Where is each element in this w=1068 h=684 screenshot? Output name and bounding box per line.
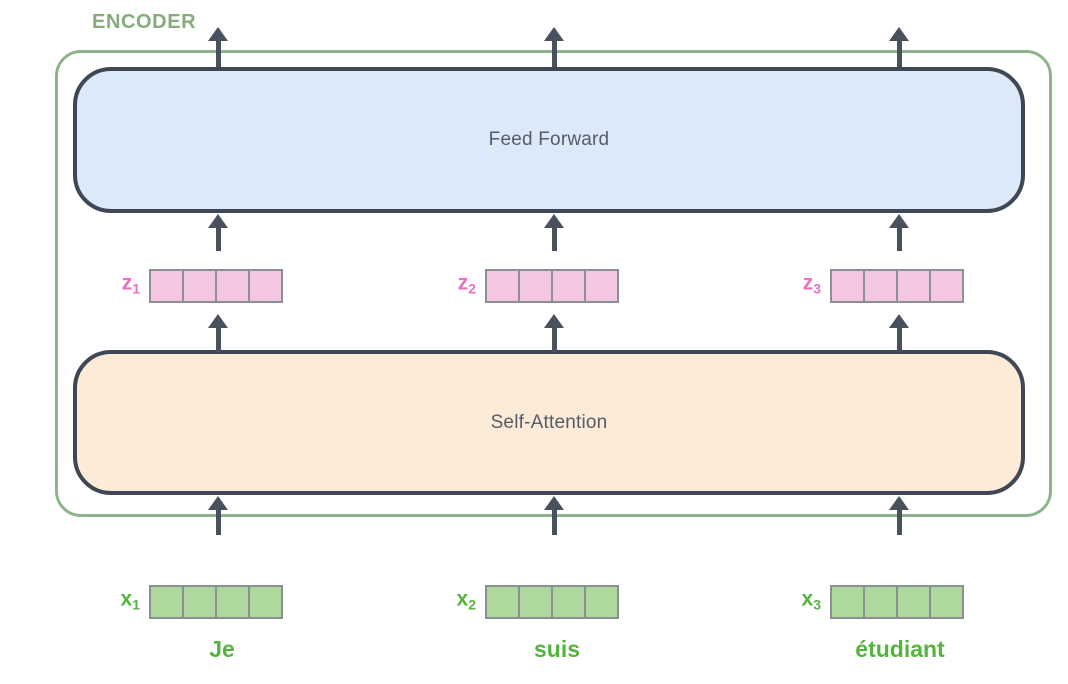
vector-cell bbox=[898, 587, 931, 617]
feed-forward-box: Feed Forward bbox=[73, 67, 1025, 213]
z1-vector: z1 bbox=[122, 269, 283, 303]
vector-cell bbox=[250, 271, 281, 301]
up-arrow-icon bbox=[208, 214, 228, 251]
vector-cells bbox=[485, 269, 619, 303]
vector-cells bbox=[830, 269, 964, 303]
arrow-shaft bbox=[215, 41, 221, 67]
up-arrow-icon bbox=[544, 496, 564, 535]
z3-vector: z3 bbox=[803, 269, 964, 303]
vector-cell bbox=[931, 587, 962, 617]
vector-cell bbox=[586, 587, 617, 617]
vector-cell bbox=[250, 587, 281, 617]
x1-vector-label: x1 bbox=[120, 587, 140, 613]
arrow-head bbox=[208, 27, 228, 41]
vector-cell bbox=[586, 271, 617, 301]
x2-vector-label: x2 bbox=[456, 587, 476, 613]
input-word: Je bbox=[209, 636, 235, 662]
arrow-shaft bbox=[896, 328, 902, 352]
arrow-shaft bbox=[215, 228, 221, 251]
self-attention-box: Self-Attention bbox=[73, 350, 1025, 495]
arrow-head bbox=[889, 496, 909, 510]
arrow-head bbox=[544, 214, 564, 228]
up-arrow-icon bbox=[208, 27, 228, 67]
input-word: étudiant bbox=[855, 636, 945, 662]
up-arrow-icon bbox=[544, 314, 564, 352]
up-arrow-icon bbox=[889, 27, 909, 67]
vector-cell bbox=[151, 587, 184, 617]
arrow-shaft bbox=[551, 328, 557, 352]
z1-vector-label: z1 bbox=[121, 271, 140, 297]
arrow-head bbox=[889, 27, 909, 41]
vector-cell bbox=[931, 271, 962, 301]
vector-cell bbox=[553, 271, 586, 301]
arrow-shaft bbox=[896, 510, 902, 535]
up-arrow-icon bbox=[889, 496, 909, 535]
arrow-shaft bbox=[551, 41, 557, 67]
vector-cells bbox=[485, 585, 619, 619]
vector-cell bbox=[184, 587, 217, 617]
vector-cell bbox=[520, 271, 553, 301]
vector-cells bbox=[149, 585, 283, 619]
vector-cell bbox=[184, 271, 217, 301]
arrow-head bbox=[544, 27, 564, 41]
arrow-shaft bbox=[215, 328, 221, 352]
up-arrow-icon bbox=[544, 214, 564, 251]
x2-vector: x2 bbox=[457, 585, 619, 619]
x3-vector: x3 bbox=[802, 585, 964, 619]
vector-cell bbox=[217, 271, 250, 301]
x3-vector-label: x3 bbox=[801, 587, 821, 613]
vector-cells bbox=[830, 585, 964, 619]
vector-cell bbox=[865, 587, 898, 617]
up-arrow-icon bbox=[889, 314, 909, 352]
z2-vector-label: z2 bbox=[457, 271, 476, 297]
vector-cell bbox=[487, 271, 520, 301]
arrow-head bbox=[889, 214, 909, 228]
up-arrow-icon bbox=[544, 27, 564, 67]
arrow-head bbox=[208, 314, 228, 328]
vector-cell bbox=[865, 271, 898, 301]
encoder-label: ENCODER bbox=[92, 11, 197, 33]
self-attention-label: Self-Attention bbox=[490, 411, 608, 433]
vector-cell bbox=[832, 271, 865, 301]
up-arrow-icon bbox=[208, 314, 228, 352]
arrow-head bbox=[544, 314, 564, 328]
up-arrow-icon bbox=[208, 496, 228, 535]
vector-cell bbox=[553, 587, 586, 617]
arrow-shaft bbox=[551, 228, 557, 251]
input-word: suis bbox=[533, 636, 581, 662]
x1-vector: x1 bbox=[121, 585, 283, 619]
z2-vector: z2 bbox=[458, 269, 619, 303]
vector-cell bbox=[898, 271, 931, 301]
arrow-shaft bbox=[896, 41, 902, 67]
arrow-head bbox=[889, 314, 909, 328]
vector-cells bbox=[149, 269, 283, 303]
arrow-head bbox=[544, 496, 564, 510]
arrow-head bbox=[208, 496, 228, 510]
arrow-shaft bbox=[215, 510, 221, 535]
vector-cell bbox=[151, 271, 184, 301]
vector-cell bbox=[487, 587, 520, 617]
vector-cell bbox=[217, 587, 250, 617]
arrow-shaft bbox=[551, 510, 557, 535]
arrow-shaft bbox=[896, 228, 902, 251]
arrow-head bbox=[208, 214, 228, 228]
feed-forward-label: Feed Forward bbox=[488, 129, 610, 150]
z3-vector-label: z3 bbox=[802, 271, 821, 297]
up-arrow-icon bbox=[889, 214, 909, 251]
vector-cell bbox=[832, 587, 865, 617]
vector-cell bbox=[520, 587, 553, 617]
